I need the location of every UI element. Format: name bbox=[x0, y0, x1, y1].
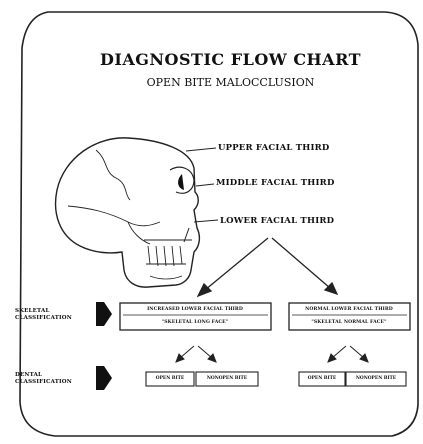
upper-facial-third-label: UPPER FACIAL THIRD bbox=[218, 143, 329, 153]
skeletal-block-arrow bbox=[96, 302, 112, 326]
skull-illustration bbox=[56, 138, 200, 287]
skeletal-box-1-line1: INCREASED LOWER FACIAL THIRD bbox=[120, 307, 270, 312]
middle-facial-third-label: MIDDLE FACIAL THIRD bbox=[216, 178, 335, 188]
skeletal-classification-label: SKELETAL CLASSIFICATION bbox=[15, 308, 72, 322]
dental-arrows bbox=[176, 346, 368, 362]
dental-classification-label: DENTAL CLASSIFICATION bbox=[15, 372, 72, 386]
skeletal-box-1-line2: "SKELETAL LONG FACE" bbox=[120, 320, 270, 325]
dental-box-4-text: NONOPEN BITE bbox=[346, 376, 406, 381]
skeletal-label-line2: CLASSIFICATION bbox=[15, 315, 72, 322]
skeletal-label-line1: SKELETAL bbox=[15, 308, 72, 315]
skeletal-box-2-line2: "SKELETAL NORMAL FACE" bbox=[289, 320, 409, 325]
dental-box-1-text: OPEN BITE bbox=[146, 376, 194, 381]
skeletal-box-2-line1: NORMAL LOWER FACIAL THIRD bbox=[289, 307, 409, 312]
diagram-subtitle: OPEN BITE MALOCCLUSION bbox=[0, 76, 423, 89]
lower-facial-third-label: LOWER FACIAL THIRD bbox=[220, 216, 334, 226]
diagram-title: DIAGNOSTIC FLOW CHART bbox=[0, 50, 423, 69]
dental-block-arrow bbox=[96, 366, 112, 390]
branch-arrows bbox=[198, 238, 337, 296]
facial-third-lines bbox=[186, 148, 218, 222]
dental-box-3-text: OPEN BITE bbox=[299, 376, 345, 381]
dental-box-2-text: NONOPEN BITE bbox=[196, 376, 258, 381]
dental-label-line2: CLASSIFICATION bbox=[15, 379, 72, 386]
dental-label-line1: DENTAL bbox=[15, 372, 72, 379]
